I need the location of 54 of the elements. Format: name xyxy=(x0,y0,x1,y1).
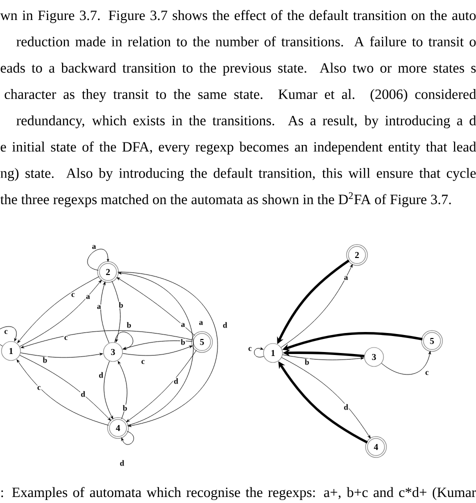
edge-label: a xyxy=(198,320,204,326)
edge-label: c xyxy=(424,370,430,376)
edge-label: d xyxy=(222,322,228,328)
arrow xyxy=(118,360,128,420)
arrow xyxy=(114,332,134,350)
body-text-line: ng) state. Also by introducing the default transition, this will ensure that cycle xyxy=(0,168,476,181)
arrow xyxy=(104,360,114,420)
edge-label: c xyxy=(248,346,252,352)
edge-label: a xyxy=(180,322,186,328)
body-text-line: e initial state of the DFA, every regexp becomes an independent entity that lead xyxy=(0,142,476,155)
body-text-line: the three regexps matched on the automata as shown in the D$^{2}$FA of Figure 3.7. xyxy=(0,192,451,208)
edge-label: b xyxy=(118,302,124,308)
body-text-line: wn in Figure 3.7. Figure 3.7 shows the effect of the default transition on the auto xyxy=(0,10,476,24)
figure-caption: : Examples of automata which recognise the regexps: a+, b+c and c*d+ (Kumar xyxy=(1,487,476,500)
arrow xyxy=(20,352,103,358)
edge-label: d xyxy=(98,372,104,378)
arrow xyxy=(254,347,264,358)
body-text-line: reduction made in relation to the number of transitions. A failure to transit o xyxy=(16,36,476,46)
arrow xyxy=(281,357,371,438)
body-text-line: character as they transit to the same state. Kumar et al. (2006) considered xyxy=(4,89,476,102)
arrow xyxy=(122,346,192,356)
edge-label: c xyxy=(64,335,68,341)
edge-label: c xyxy=(140,359,146,365)
edge-label: b xyxy=(126,322,132,328)
edge-label: d xyxy=(119,460,125,466)
arrow xyxy=(118,272,194,426)
edge-label: a xyxy=(96,304,102,310)
edge-label: b xyxy=(180,338,186,346)
edge-label: d xyxy=(80,390,86,398)
edge-label: b xyxy=(122,404,128,412)
arrow xyxy=(122,340,192,350)
arrow xyxy=(20,330,193,348)
arrow xyxy=(126,350,197,422)
arrow xyxy=(282,354,364,360)
arrow xyxy=(116,277,195,336)
edge-label: b xyxy=(42,356,48,364)
arrow xyxy=(0,326,17,346)
edge-label: a xyxy=(91,244,97,250)
body-text-line: eads to a backward transition to the previous state. Also two or more states s xyxy=(0,62,476,76)
arrow xyxy=(112,280,121,342)
body-text-line: redundancy, which exists in the transitions. As a result, by introducing a d xyxy=(16,115,476,128)
edge-label: c xyxy=(70,292,76,298)
arrow xyxy=(118,272,218,427)
edge-label: a xyxy=(343,275,349,281)
edge-label: c xyxy=(4,329,8,335)
arrow xyxy=(121,431,134,445)
arrow xyxy=(100,282,110,344)
edge-label: c xyxy=(36,385,42,391)
arrow xyxy=(87,248,110,271)
edge-label: d xyxy=(343,404,349,410)
arrow xyxy=(381,351,431,375)
edge-label: a xyxy=(85,294,91,300)
edge-label: b xyxy=(304,358,310,366)
edge-label: d xyxy=(173,378,179,384)
